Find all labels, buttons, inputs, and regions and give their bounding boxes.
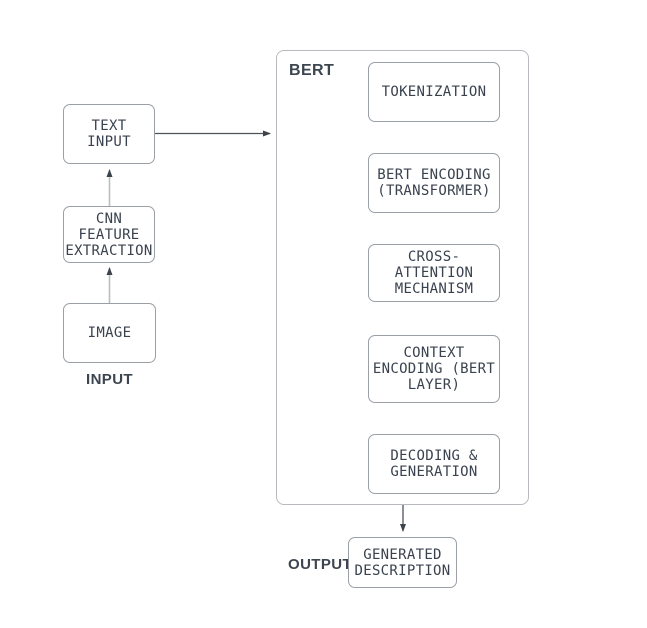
- node-cnn-feature-extraction: CNN FEATURE EXTRACTION: [63, 206, 155, 263]
- output-group-label: OUTPUT: [288, 556, 353, 573]
- node-bert-encoding: BERT ENCODING (TRANSFORMER): [368, 153, 500, 213]
- node-generated-description: GENERATED DESCRIPTION: [348, 537, 457, 588]
- node-context-encoding: CONTEXT ENCODING (BERT LAYER): [368, 335, 500, 403]
- input-group-label: INPUT: [86, 371, 133, 388]
- node-tokenization: TOKENIZATION: [368, 62, 500, 122]
- node-image: IMAGE: [63, 303, 156, 363]
- node-decoding-generation: DECODING & GENERATION: [368, 434, 500, 494]
- node-cross-attention: CROSS-ATTENTION MECHANISM: [368, 244, 500, 302]
- node-text-input: TEXT INPUT: [63, 104, 155, 164]
- bert-container-label: BERT: [289, 62, 335, 79]
